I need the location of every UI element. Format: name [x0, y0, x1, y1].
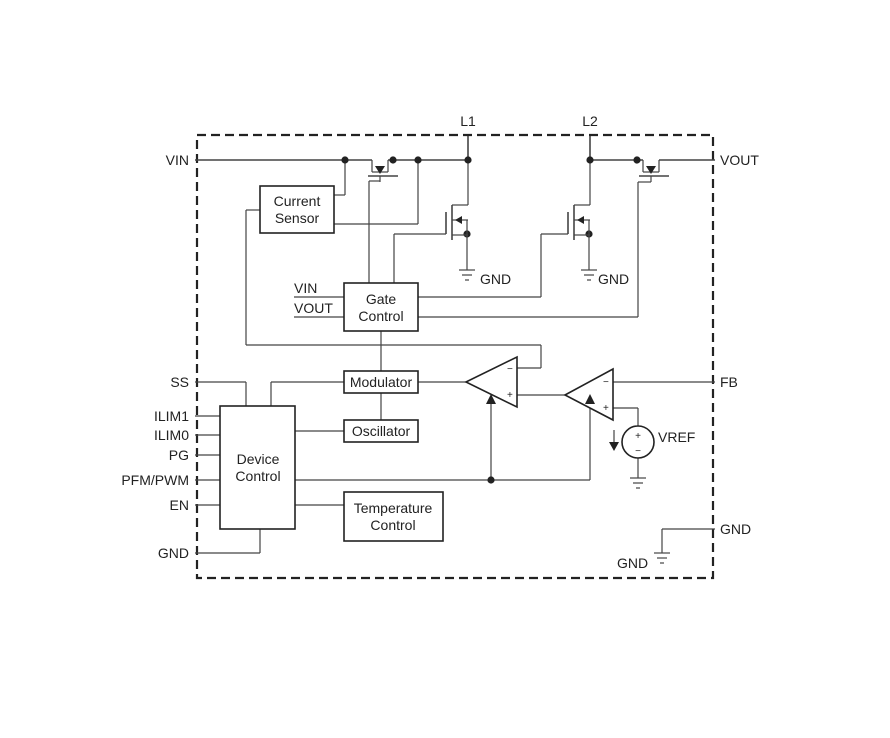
- device-control-label-1: Device: [237, 451, 280, 467]
- pin-gnd-right: GND: [720, 521, 751, 537]
- pin-gnd-left: GND: [158, 545, 189, 561]
- temperature-control-label-2: Control: [370, 517, 415, 533]
- pin-ss: SS: [170, 374, 189, 390]
- pmos-switch-vin: [368, 160, 398, 182]
- gnd-l2-label: GND: [598, 271, 629, 287]
- pin-en: EN: [170, 497, 189, 513]
- device-control-label-2: Control: [235, 468, 280, 484]
- pin-ilim0: ILIM0: [154, 427, 189, 443]
- gnd-l1-label: GND: [480, 271, 511, 287]
- gate-control-block: [343, 282, 419, 332]
- comparator-minus-sign: −: [507, 364, 513, 375]
- gate-vout-label: VOUT: [294, 300, 333, 316]
- pin-pfm-pwm: PFM/PWM: [121, 472, 189, 488]
- pin-fb: FB: [720, 374, 738, 390]
- erroramp-minus-sign: −: [603, 377, 609, 388]
- oscillator-block: [343, 419, 419, 443]
- vref-minus-sign: −: [635, 446, 641, 457]
- gate-control-label-1: Gate: [366, 291, 397, 307]
- error-amplifier: [563, 367, 614, 422]
- temperature-control-block: [343, 491, 444, 542]
- pmos-switch-vout: [639, 160, 669, 182]
- comparator-plus-sign: +: [507, 390, 513, 401]
- current-sensor-block: [259, 185, 335, 234]
- device-control-block: [219, 405, 296, 530]
- oscillator-label: Oscillator: [352, 423, 411, 439]
- comparator-arrow-icon: [486, 394, 496, 404]
- pin-vin: VIN: [166, 152, 189, 168]
- modulator-block: [343, 370, 419, 394]
- nmos-switch-l2: [567, 204, 590, 270]
- gate-control-label-2: Control: [358, 308, 403, 324]
- gate-vin-label: VIN: [294, 280, 317, 296]
- vref-source: [609, 425, 655, 459]
- erroramp-plus-sign: +: [603, 403, 609, 414]
- vref-label: VREF: [658, 429, 695, 445]
- pin-l2: L2: [582, 113, 598, 129]
- pin-pg: PG: [169, 447, 189, 463]
- erroramp-arrow-icon: [585, 394, 595, 404]
- ground-symbols: [459, 269, 670, 564]
- pwm-comparator: [464, 355, 518, 409]
- pin-l1: L1: [460, 113, 476, 129]
- pin-ilim1: ILIM1: [154, 408, 189, 424]
- current-sensor-label-1: Current: [274, 193, 321, 209]
- gnd-internal-label: GND: [617, 555, 648, 571]
- ic-boundary: [195, 133, 715, 580]
- current-sensor-label-2: Sensor: [275, 210, 320, 226]
- temperature-control-label-1: Temperature: [354, 500, 433, 516]
- vref-plus-sign: +: [635, 431, 641, 442]
- modulator-label: Modulator: [350, 374, 413, 390]
- nmos-switch-l1: [445, 204, 468, 270]
- junction-dots: [341, 156, 641, 484]
- pin-vout: VOUT: [720, 152, 759, 168]
- wires: [195, 136, 715, 554]
